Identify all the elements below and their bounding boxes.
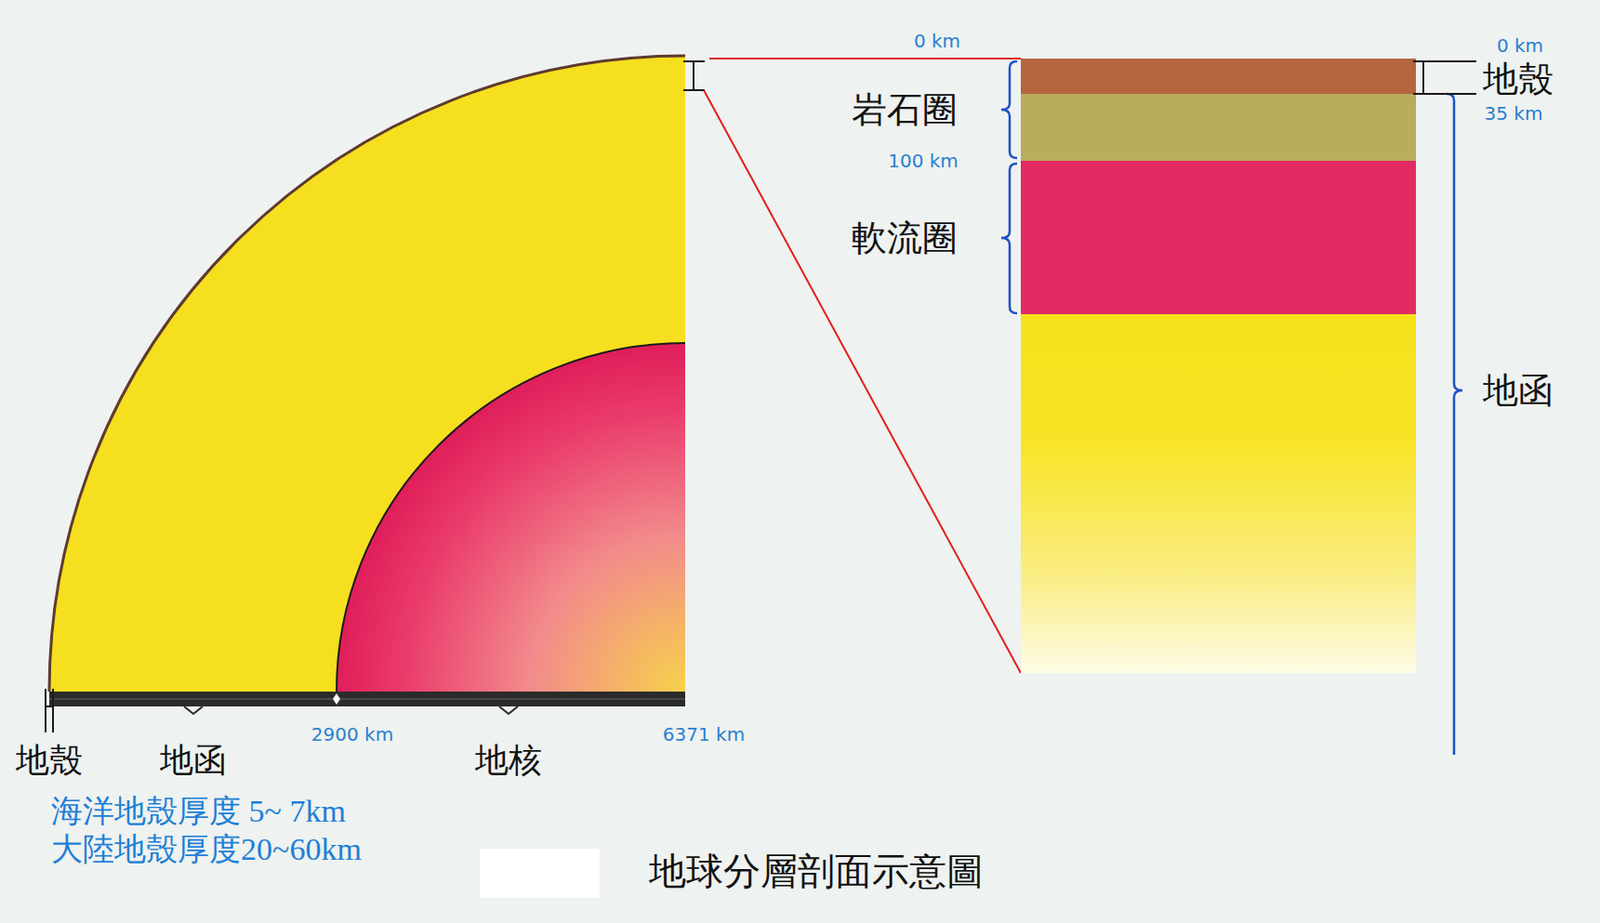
crust-band — [1020, 58, 1416, 94]
layer-name: 地殼 — [1482, 61, 1554, 97]
asthenosphere-band — [1020, 160, 1416, 315]
core-boundary — [336, 343, 686, 692]
crust-outline — [49, 55, 686, 692]
crust-tick — [52, 688, 54, 733]
thickness-note: 海洋地殼厚度 5~ 7km — [51, 795, 346, 828]
crust-marker — [1413, 60, 1477, 63]
scale-marker — [332, 693, 341, 705]
thickness-note: 大陸地殼厚度20~60km — [51, 833, 362, 866]
zoom-marker — [692, 61, 695, 91]
caption-box — [479, 848, 600, 899]
layer-name: 地函 — [159, 743, 227, 778]
scale-bar-line — [49, 699, 686, 701]
depth-value: 35 km — [1484, 104, 1544, 123]
depth-value: 0 km — [1496, 36, 1544, 55]
brace — [1001, 61, 1018, 159]
zoom-marker — [683, 60, 705, 63]
mantle-section — [49, 55, 686, 692]
zoom-marker — [683, 89, 705, 92]
crust-marker — [1422, 61, 1425, 94]
brace — [1446, 93, 1463, 755]
layer-name: 地殼 — [15, 743, 83, 778]
figure-caption: 地球分層剖面示意圖 — [648, 853, 984, 891]
layer-name: 地函 — [1482, 372, 1554, 409]
brace — [1001, 163, 1018, 314]
crust-tick — [44, 688, 47, 733]
zoom-line — [703, 90, 1021, 674]
layer-name: 地核 — [475, 743, 543, 778]
scale-bar — [49, 691, 686, 707]
layer-name: 岩石圈 — [851, 92, 958, 128]
depth-value: 6371 km — [662, 725, 745, 744]
layer-name: 軟流圈 — [851, 220, 958, 256]
scale-tick — [184, 706, 203, 715]
crust-tick — [45, 705, 53, 708]
depth-value: 2900 km — [311, 725, 394, 744]
mantle-band — [1020, 314, 1416, 674]
depth-value: 0 km — [913, 31, 961, 51]
depth-value: 100 km — [887, 151, 959, 171]
lithosphere-mantle-band — [1020, 93, 1416, 161]
crust-marker — [1413, 92, 1477, 95]
core-section — [336, 343, 686, 692]
zoom-line — [709, 57, 1021, 60]
scale-tick — [499, 706, 518, 715]
